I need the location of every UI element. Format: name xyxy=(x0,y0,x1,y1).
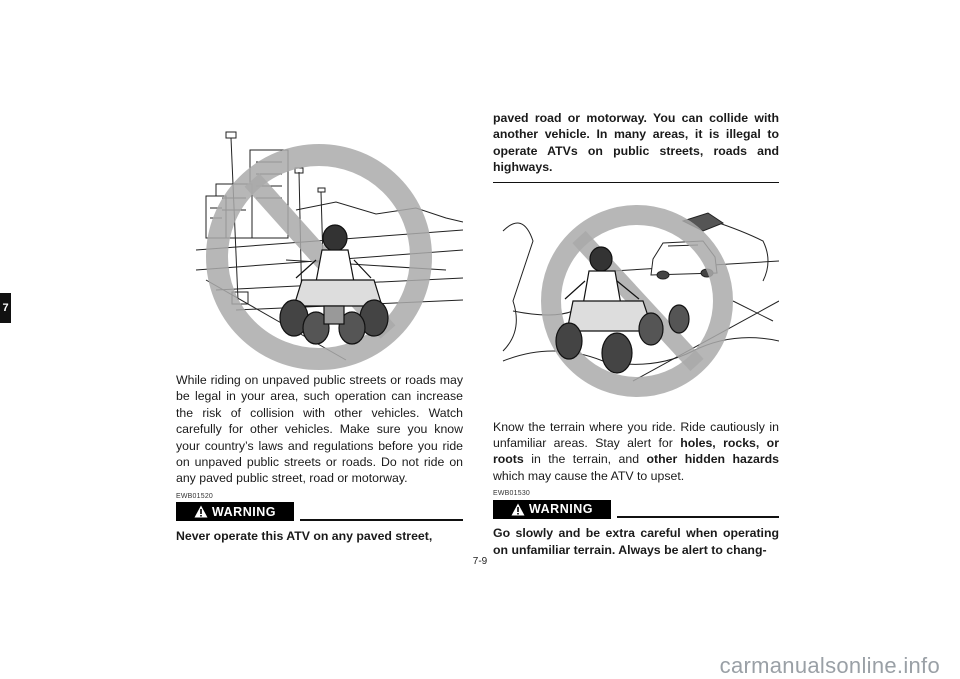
street-riding-paragraph: While riding on unpaved public streets o… xyxy=(176,373,463,486)
warning-badge: WARNING xyxy=(176,502,294,522)
illustration-atv-on-terrain xyxy=(502,204,779,397)
warning-code: EWB01520 xyxy=(176,492,214,500)
warning-code: EWB01530 xyxy=(493,490,531,498)
illustration-atv-on-street xyxy=(195,131,463,370)
warning-label: WARNING xyxy=(212,504,276,519)
continued-warning-text: paved road or motorway. You can collide … xyxy=(493,111,779,175)
warning-end-rule xyxy=(493,181,779,183)
warning-text: Go slowly and be extra careful when oper… xyxy=(493,526,779,557)
chapter-tab: 7 xyxy=(0,293,11,323)
page-number: 7-9 xyxy=(472,556,488,567)
terrain-hazard-bold-2: other hidden hazards xyxy=(646,452,779,467)
warning-label: WARNING xyxy=(529,502,593,517)
warning-header: WARNING xyxy=(493,499,779,519)
terrain-paragraph-end: which may cause the ATV to upset. xyxy=(493,468,685,483)
warning-text: Never operate this ATV on any paved stre… xyxy=(176,528,433,543)
terrain-paragraph: Know the terrain where you ride. Ride ca… xyxy=(493,419,779,485)
warning-triangle-icon xyxy=(511,503,525,516)
warning-badge: WARNING xyxy=(493,499,611,519)
warning-header: WARNING xyxy=(176,502,463,522)
warning-triangle-icon xyxy=(194,505,208,518)
warning-divider xyxy=(617,516,779,519)
right-column: paved road or motorway. You can collide … xyxy=(493,110,779,558)
terrain-hazard-bold-1: holes, rocks, or roots xyxy=(493,436,779,467)
terrain-paragraph-start: Know the terrain where you ride. Ride ca… xyxy=(493,419,779,451)
watermark: carmanualsonline.info xyxy=(719,653,940,678)
terrain-paragraph-mid: in the terrain, and xyxy=(523,452,647,467)
left-column: While riding on unpaved public streets o… xyxy=(176,110,463,544)
warning-divider xyxy=(300,518,463,521)
